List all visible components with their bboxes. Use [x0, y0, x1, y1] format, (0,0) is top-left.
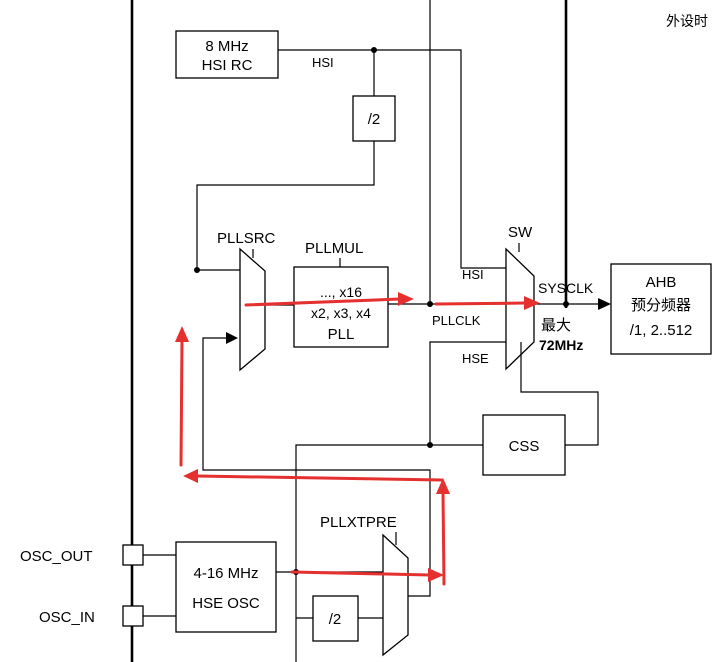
pll-box — [293, 266, 389, 348]
hse-osc-name: HSE OSC — [192, 595, 260, 612]
red-arrow-left — [195, 474, 444, 482]
hse-bus-wire — [295, 444, 430, 662]
pllsrc-label: PLLSRC — [217, 230, 276, 247]
pll-mult-low: x2, x3, x4 — [311, 305, 371, 321]
pllxtpre-label: PLLXTPRE — [320, 514, 397, 531]
red-arrow-up-left — [179, 338, 184, 467]
pllclk-junction-dot — [427, 301, 433, 307]
ahb-prescaler-label: 预分频器 — [631, 296, 691, 314]
hsi-rc-box — [175, 30, 279, 79]
pllsrc-upper-dot — [194, 267, 200, 273]
osc-out-pin — [122, 544, 144, 566]
pll-name: PLL — [328, 326, 355, 343]
sysclk-junction-dot — [563, 301, 569, 307]
red-arrow-hse-out — [290, 570, 432, 577]
max-freq-label: 72MHz — [539, 337, 583, 353]
pllxtpre-to-pllsrc-wire — [202, 337, 431, 597]
sysclk-label: SYSCLK — [538, 280, 594, 296]
red-arrow-up-right — [441, 490, 446, 586]
pllclk-label: PLLCLK — [432, 313, 481, 328]
sysclk-arrowhead — [598, 298, 611, 310]
max-label: 最大 — [541, 316, 571, 334]
red-arrow-pllclk — [434, 301, 528, 306]
ahb-title: AHB — [646, 274, 677, 291]
peripheral-clock-label: 外设时 — [666, 14, 708, 30]
pllsrc-mux — [239, 247, 266, 372]
hse-osc-freq: 4-16 MHz — [193, 565, 258, 582]
hse-osc-box — [175, 541, 277, 633]
pllsrc-lower-arrowhead — [226, 332, 238, 344]
sw-hse-label: HSE — [462, 351, 489, 366]
div2-top-label: /2 — [368, 111, 381, 128]
div2-to-pllsrc-wire — [196, 141, 375, 271]
div2-top-box — [352, 95, 396, 142]
red-arrowhead-up-left — [175, 326, 189, 342]
hsi-rc-name: HSI RC — [202, 57, 253, 74]
pll-mult-high: ..., x16 — [320, 284, 362, 300]
red-arrowhead-pll-in — [398, 292, 414, 306]
sw-label: SW — [508, 224, 533, 241]
red-arrowhead-hse-out — [428, 568, 444, 582]
red-arrow-pll-in — [244, 297, 402, 307]
pllmul-label: PLLMUL — [305, 240, 363, 257]
css-feedback-wire — [520, 342, 599, 446]
ahb-prescaler-box — [610, 263, 712, 355]
div2-bottom-label: /2 — [329, 611, 342, 628]
hsi-wire — [278, 49, 506, 269]
red-arrowhead-pllclk — [524, 296, 540, 310]
hse-to-sw-wire — [429, 341, 506, 446]
ahb-divider-values: /1, 2..512 — [630, 322, 693, 339]
hsi-wire-label: HSI — [312, 55, 334, 70]
sw-hsi-label: HSI — [462, 267, 484, 282]
osc-out-label: OSC_OUT — [20, 548, 93, 565]
css-label: CSS — [509, 438, 540, 455]
red-arrowhead-up-right — [436, 478, 450, 494]
sw-mux — [505, 247, 535, 371]
osc-in-label: OSC_IN — [39, 609, 95, 626]
pllxtpre-mux — [382, 533, 409, 657]
osc-in-pin — [122, 605, 144, 627]
hsi-rc-freq: 8 MHz — [205, 38, 248, 55]
red-arrowhead-left — [183, 469, 198, 483]
annotation-arrows — [175, 292, 540, 586]
